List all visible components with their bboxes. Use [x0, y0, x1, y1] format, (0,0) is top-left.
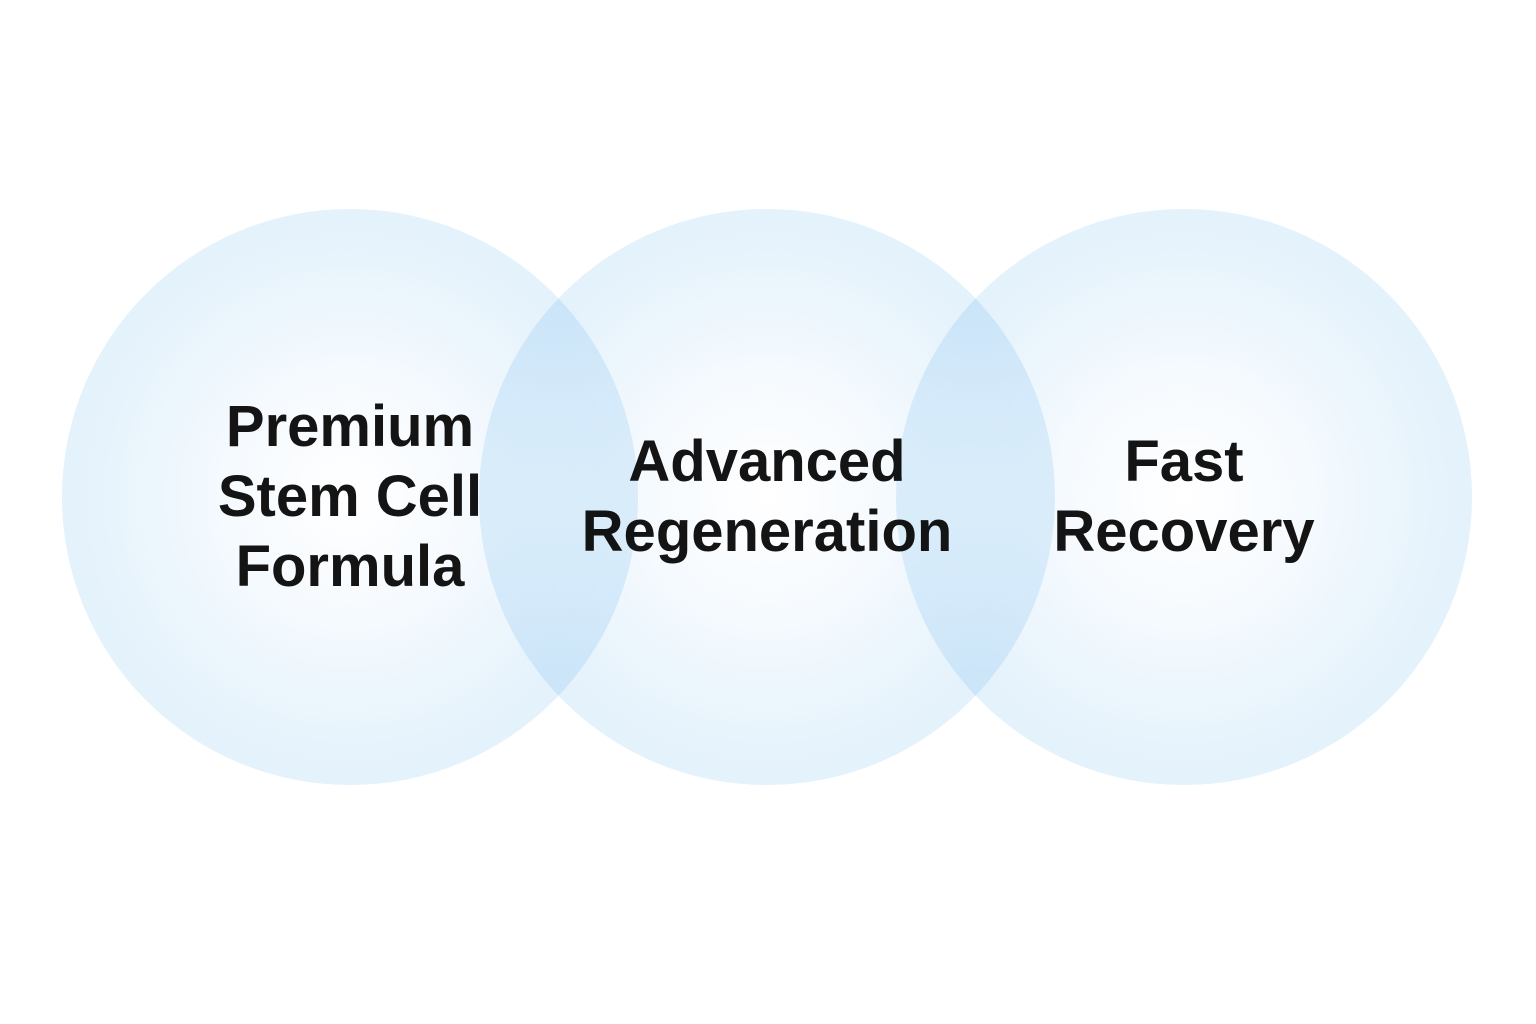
- circle-label-advanced-regeneration: Advanced Regeneration: [582, 427, 953, 567]
- circle-label-fast-recovery: Fast Recovery: [1053, 427, 1314, 567]
- label-line: Regeneration: [581, 499, 953, 564]
- label-line: Formula: [235, 534, 465, 599]
- label-line: Stem Cell: [217, 464, 483, 529]
- label-line: Advanced: [628, 429, 906, 494]
- venn-circle-fast-recovery: Fast Recovery: [896, 209, 1472, 785]
- label-line: Fast: [1124, 429, 1244, 494]
- circle-label-premium-stem-cell-formula: Premium Stem Cell Formula: [218, 392, 482, 602]
- label-line: Recovery: [1053, 499, 1315, 564]
- label-line: Premium: [225, 394, 475, 459]
